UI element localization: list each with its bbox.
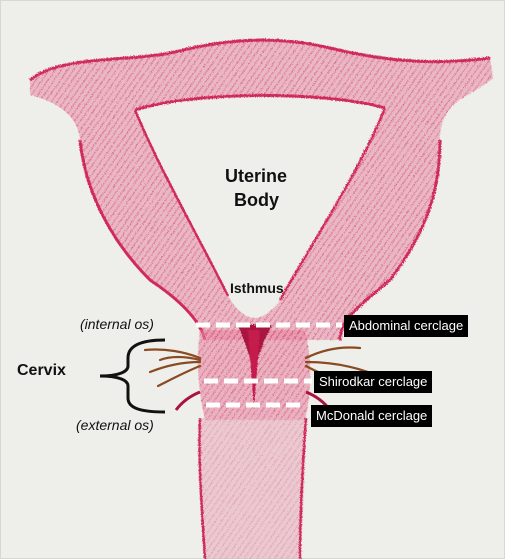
internal-os-label: (internal os) [80, 316, 154, 332]
uterine-body-label: Uterine [225, 166, 287, 187]
isthmus-label: Isthmus [230, 280, 284, 296]
cervix-label: Cervix [17, 362, 66, 380]
external-os-label: (external os) [76, 417, 154, 433]
abdominal-cerclage-label: Abdominal cerclage [344, 315, 468, 337]
uterine-body-label-line2: Body [234, 190, 279, 211]
shirodkar-cerclage-label: Shirodkar cerclage [314, 371, 432, 393]
mcdonald-cerclage-label: McDonald cerclage [311, 405, 432, 427]
